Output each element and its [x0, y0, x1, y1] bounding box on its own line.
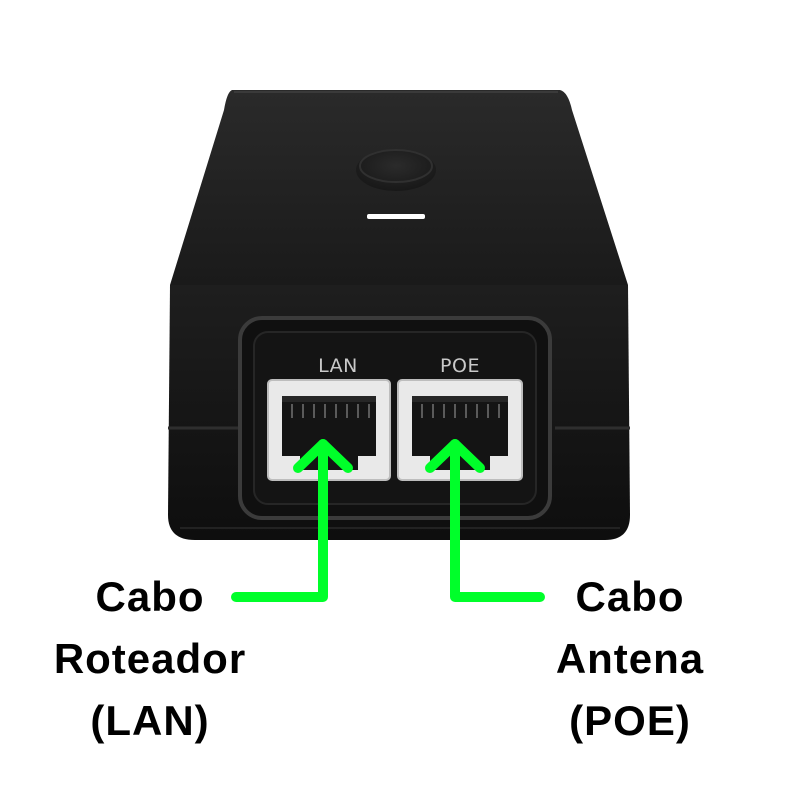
poe-port[interactable] — [397, 379, 523, 481]
poe-caption-line1: Cabo — [575, 573, 685, 620]
lan-arrow — [231, 439, 353, 602]
logo-emboss — [356, 149, 436, 191]
lan-port[interactable] — [267, 379, 391, 481]
lan-caption-line2: Roteador — [53, 635, 247, 682]
lan-port-label: LAN — [318, 355, 358, 377]
lan-cable-caption: Cabo Roteador (LAN) — [20, 566, 280, 752]
poe-caption-line2: Antena — [555, 635, 705, 682]
poe-cable-caption: Cabo Antena (POE) — [500, 566, 760, 752]
lan-caption-line1: Cabo — [95, 573, 205, 620]
poe-caption-line3: (POE) — [569, 697, 691, 744]
status-led — [367, 214, 425, 219]
lan-caption-line3: (LAN) — [90, 697, 210, 744]
poe-port-label: POE — [440, 355, 480, 377]
poe-arrow — [425, 439, 545, 602]
